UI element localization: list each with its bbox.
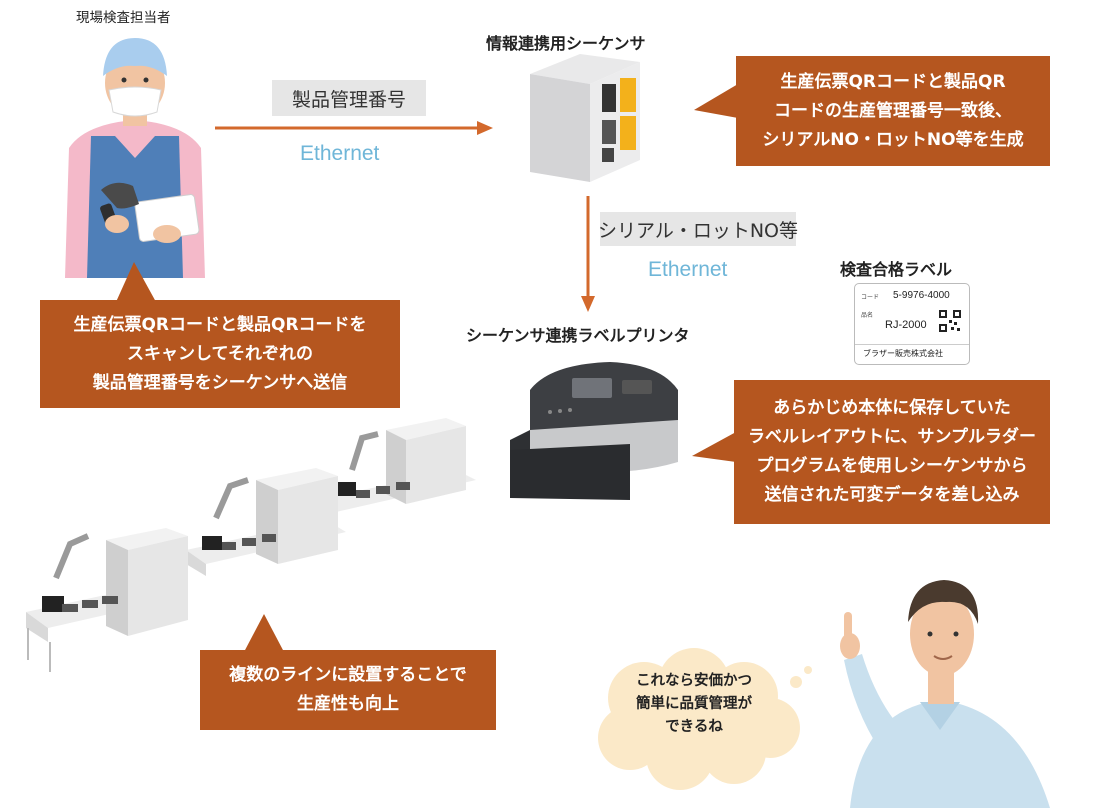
- scan-callout: 生産伝票QRコードと製品QRコードを スキャンしてそれぞれの 製品管理番号をシー…: [40, 300, 400, 408]
- code-value: 5-9976-4000: [893, 290, 950, 301]
- sequencer-callout-tail: [694, 84, 738, 124]
- line-callout-line: 生産性も向上: [297, 690, 399, 719]
- printer-callout-line: プログラムを使用しシーケンサから: [757, 452, 1028, 481]
- line-callout: 複数のラインに設置することで 生産性も向上: [200, 650, 496, 730]
- scan-callout-line: 製品管理番号をシーケンサへ送信: [93, 369, 348, 398]
- arrow-to-sequencer: [215, 118, 495, 138]
- label-printer: [510, 350, 690, 500]
- arrow-to-printer: [578, 196, 598, 316]
- sequencer-callout-line: コードの生産管理番号一致後、: [774, 97, 1012, 126]
- inspection-label-sample: コード 5-9976-4000 品名 RJ-2000 ブラザー販売株式会社: [854, 283, 970, 365]
- inspector-label: 現場検査担当者: [76, 6, 171, 26]
- inspector-illustration: [55, 28, 215, 278]
- name-value: RJ-2000: [885, 319, 927, 331]
- speech-text: これなら安価かつ 簡単に品質管理が できるね: [604, 670, 784, 739]
- speech-line: 簡単に品質管理が: [604, 693, 784, 716]
- scan-callout-line: 生産伝票QRコードと製品QRコードを: [73, 311, 366, 340]
- ethernet-label-top: Ethernet: [300, 142, 379, 166]
- sequencer-callout-line: 生産伝票QRコードと製品QR: [780, 68, 1005, 97]
- name-caption: 品名: [861, 310, 873, 319]
- serial-lot-box: シリアル・ロットNO等: [600, 212, 796, 246]
- product-number-box: 製品管理番号: [272, 80, 426, 116]
- ethernet-label-vertical: Ethernet: [648, 258, 727, 282]
- sequencer-device: [520, 54, 670, 184]
- printer-callout-line: ラベルレイアウトに、サンプルラダー: [748, 423, 1036, 452]
- printer-label: シーケンサ連携ラベルプリンタ: [466, 322, 690, 346]
- sequencer-callout-line: シリアルNO・ロットNO等を生成: [762, 126, 1023, 155]
- company-name: ブラザー販売株式会社: [863, 348, 943, 359]
- scan-callout-line: スキャンしてそれぞれの: [127, 340, 313, 369]
- printer-callout-tail: [692, 432, 736, 468]
- printer-callout-line: 送信された可変データを差し込み: [765, 481, 1020, 510]
- speech-line: できるね: [604, 716, 784, 739]
- line-callout-line: 複数のラインに設置することで: [229, 661, 467, 690]
- speech-line: これなら安価かつ: [604, 670, 784, 693]
- qr-code-icon: [939, 310, 961, 332]
- printer-callout-line: あらかじめ本体に保存していた: [773, 394, 1011, 423]
- scan-callout-tail: [116, 262, 156, 302]
- code-caption: コード: [861, 292, 879, 301]
- inspection-label-title: 検査合格ラベル: [840, 256, 952, 280]
- sequencer-label: 情報連携用シーケンサ: [486, 30, 646, 54]
- printer-callout: あらかじめ本体に保存していた ラベルレイアウトに、サンプルラダー プログラムを使…: [734, 380, 1050, 524]
- sequencer-callout: 生産伝票QRコードと製品QR コードの生産管理番号一致後、 シリアルNO・ロット…: [736, 56, 1050, 166]
- line-callout-tail: [244, 614, 284, 652]
- man-illustration: [810, 560, 1070, 808]
